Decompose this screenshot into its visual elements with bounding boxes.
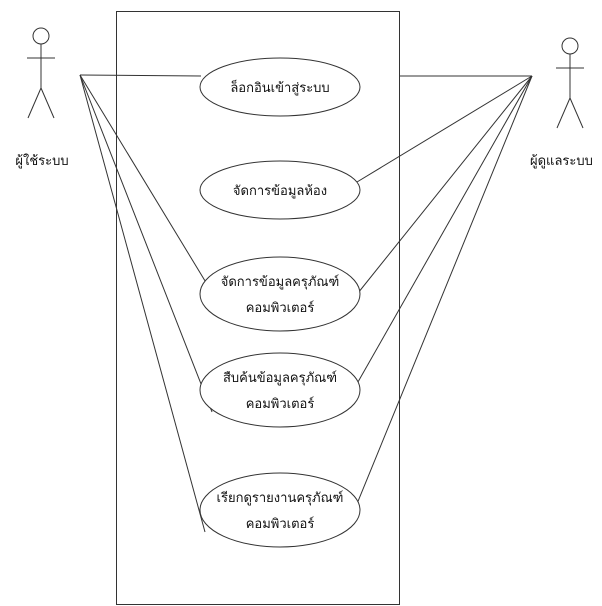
use-case-report-equipment: เรียกดูรายงานครุภัณฑ์คอมพิวเตอร์ [199, 472, 361, 548]
actor-admin-label: ผู้ดูแลระบบ [530, 154, 593, 169]
association-admin-search-equipment [349, 75, 533, 397]
actor-user-figure [27, 27, 55, 119]
admin-association-lines [349, 75, 533, 517]
association-admin-report-equipment [351, 75, 533, 517]
use-case-label-line: จัดการข้อมูลครุภัณฑ์ [221, 274, 340, 290]
use-case-login: ล็อกอินเข้าสู่ระบบ [199, 57, 361, 117]
actor-user-leg-right [40, 87, 55, 119]
use-case-label-line: สืบค้นข้อมูลครุภัณฑ์ [223, 370, 337, 386]
use-case-group: ล็อกอินเข้าสู่ระบบจัดการข้อมูลห้องจัดการ… [199, 57, 361, 548]
actor-admin-leg-right [569, 97, 584, 129]
actor-admin-leg-left [556, 97, 571, 129]
association-admin-manage-equipment [353, 75, 533, 299]
use-case-label-line: คอมพิวเตอร์ [246, 516, 315, 532]
association-user-report-equipment [79, 74, 206, 533]
use-case-manage-room: จัดการข้อมูลห้อง [199, 160, 361, 220]
use-case-manage-equipment: จัดการข้อมูลครุภัณฑ์คอมพิวเตอร์ [199, 256, 361, 332]
association-user-search-equipment [79, 74, 213, 413]
association-admin-manage-room [356, 75, 533, 183]
use-case-ellipse [199, 160, 361, 220]
use-case-ellipse [199, 256, 361, 332]
actor-user-leg-left [27, 87, 42, 119]
actor-user-label: ผู้ใช้ระบบ [15, 154, 69, 169]
use-case-label-line: จัดการข้อมูลห้อง [233, 184, 327, 199]
use-case-label-line: คอมพิวเตอร์ [246, 300, 315, 316]
use-case-ellipse [199, 352, 361, 428]
use-case-label-line: เรียกดูรายงานครุภัณฑ์ [217, 490, 344, 506]
actor-user-head [32, 27, 50, 45]
use-case-ellipse [199, 57, 361, 117]
use-case-search-equipment: สืบค้นข้อมูลครุภัณฑ์คอมพิวเตอร์ [199, 352, 361, 428]
use-case-label-line: คอมพิวเตอร์ [246, 396, 315, 412]
actor-admin-figure [556, 37, 584, 129]
use-case-ellipse [199, 472, 361, 548]
actor-admin-head [561, 37, 579, 55]
association-user-login [79, 74, 202, 77]
use-case-label-line: ล็อกอินเข้าสู่ระบบ [230, 78, 329, 96]
